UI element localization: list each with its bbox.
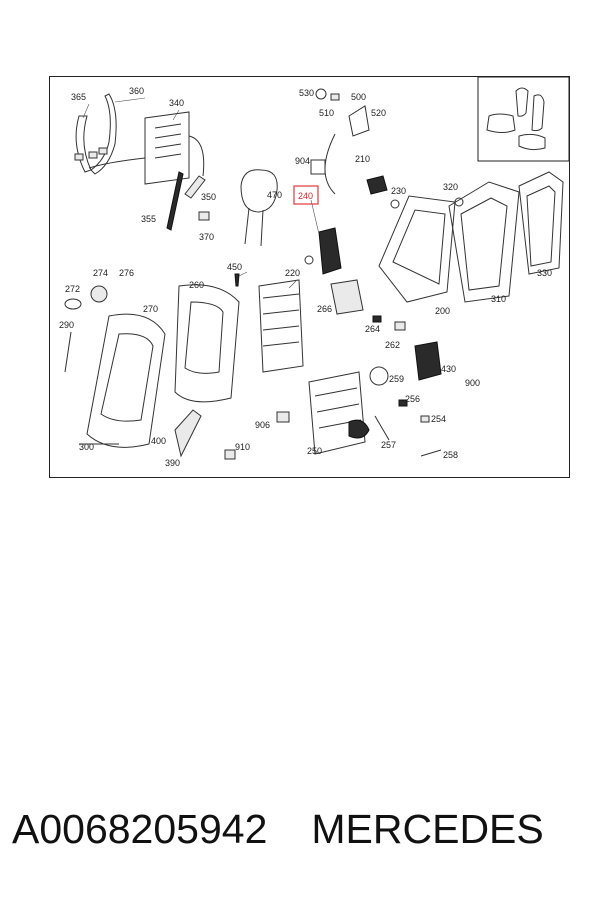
callout-label: 360 — [129, 86, 144, 96]
cable-connectors — [74, 147, 108, 161]
callout-label: 500 — [351, 92, 366, 102]
side-strip — [166, 171, 184, 231]
callout-label: 450 — [227, 262, 242, 272]
callout-label: 400 — [151, 436, 166, 446]
callout-label: 340 — [169, 98, 184, 108]
callout-label: 355 — [141, 214, 156, 224]
fitting-262 — [394, 321, 406, 331]
callout-label: 350 — [201, 192, 216, 202]
callout-label: 262 — [385, 340, 400, 350]
callout-label-highlighted: 240 — [298, 191, 313, 201]
callout-label: 260 — [189, 280, 204, 290]
clip-910 — [224, 449, 236, 460]
callout-label: 430 — [441, 364, 456, 374]
disc-259 — [369, 366, 389, 386]
seat-cushions — [86, 284, 240, 448]
callout-label: 270 — [143, 304, 158, 314]
callout-label: 272 — [65, 284, 80, 294]
callout-label: 510 — [319, 108, 334, 118]
callout-label: 220 — [285, 268, 300, 278]
callout-label: 210 — [355, 154, 370, 164]
fitting-264 — [372, 315, 382, 323]
callout-label: 290 — [59, 320, 74, 330]
product-caption: A0068205942 MERCEDES — [12, 806, 592, 866]
disc-part — [90, 285, 108, 303]
callout-label: 200 — [435, 306, 450, 316]
callout-labels: 365 360 340 530 500 510 520 904 210 230 … — [59, 86, 552, 468]
spindle-257 — [374, 415, 390, 441]
callout-label: 470 — [267, 190, 282, 200]
screw — [234, 273, 240, 287]
callout-label: 904 — [295, 156, 310, 166]
callout-label: 530 — [299, 88, 314, 98]
cable-290 — [64, 331, 72, 373]
headrest — [240, 169, 278, 247]
clip-256 — [398, 399, 408, 407]
callout-label: 370 — [199, 232, 214, 242]
bracket-parts — [366, 175, 400, 209]
callout-label: 264 — [365, 324, 380, 334]
shaft-258 — [420, 449, 442, 457]
callout-label: 258 — [443, 450, 458, 460]
parts-diagram: 365 360 340 530 500 510 520 904 210 230 … — [49, 76, 570, 478]
callout-label: 259 — [389, 374, 404, 384]
callout-label: 310 — [491, 294, 506, 304]
motor-block — [414, 341, 442, 381]
callout-label: 250 — [307, 446, 322, 456]
callout-label: 390 — [165, 458, 180, 468]
callout-label: 256 — [405, 394, 420, 404]
seat-overview-inset — [477, 76, 570, 162]
backrest-frames — [378, 171, 564, 303]
callout-label: 520 — [371, 108, 386, 118]
washer-320 — [454, 197, 464, 207]
clip-254 — [420, 415, 430, 423]
callout-label: 910 — [235, 442, 250, 452]
callout-label: 906 — [255, 420, 270, 430]
spring-mesh — [258, 279, 304, 373]
callout-label: 320 — [443, 182, 458, 192]
clip-906 — [276, 411, 290, 423]
leader-lines — [82, 97, 320, 289]
callout-label: 900 — [465, 378, 480, 388]
backrest-panel — [88, 111, 205, 185]
seat-base-frame — [308, 371, 370, 455]
callout-label: 254 — [431, 414, 446, 424]
callout-label: 300 — [79, 442, 94, 452]
callout-label: 266 — [317, 304, 332, 314]
callout-label: 257 — [381, 440, 396, 450]
switch-unit — [330, 279, 364, 315]
highlight-box — [293, 185, 319, 205]
callout-label: 330 — [537, 268, 552, 278]
seat-trim-strips — [75, 93, 117, 175]
callout-label: 230 — [391, 186, 406, 196]
part-number: A0068205942 — [12, 806, 268, 852]
ring-part — [64, 298, 82, 310]
adjustment-motor — [304, 159, 342, 275]
callout-label: 274 — [93, 268, 108, 278]
trim-390 — [174, 409, 202, 458]
callout-label: 276 — [119, 268, 134, 278]
brand-name: MERCEDES — [311, 806, 544, 852]
upper-fittings — [315, 88, 370, 195]
callout-label: 365 — [71, 92, 86, 102]
clip-part — [198, 211, 210, 221]
side-rail — [184, 175, 206, 199]
